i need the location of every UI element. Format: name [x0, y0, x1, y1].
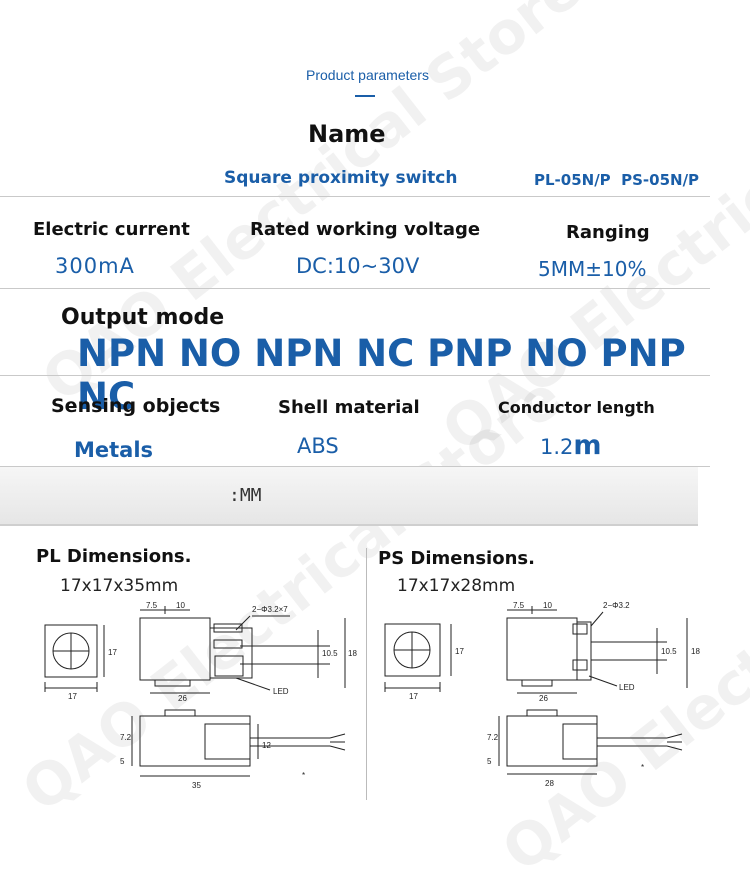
output-mode-label: Output mode — [61, 305, 225, 330]
pl-dim-26: 26 — [178, 694, 187, 703]
ps-dim-18: 18 — [691, 647, 700, 656]
pl-dim-12: 12 — [262, 741, 271, 750]
pl-dim-10: 10 — [176, 601, 185, 610]
output-mode-value: NPN NO NPN NC PNP NO PNP NC — [77, 332, 686, 418]
ranging-label: Ranging — [566, 222, 650, 243]
divider — [0, 466, 710, 467]
sensing-objects-value: Metals — [74, 438, 154, 462]
ps-size: 17x17x28mm — [397, 576, 516, 596]
sensing-objects-label: Sensing objects — [51, 395, 221, 417]
unit-band — [0, 467, 698, 526]
ps-dim-7-2: 7.2 — [487, 733, 499, 742]
pl-dimensions-title: PL Dimensions. — [36, 546, 192, 567]
shell-material-value: ABS — [297, 434, 339, 458]
pl-dim-star: * — [302, 771, 305, 780]
pl-dim-7-5: 7.5 — [146, 601, 158, 610]
ps-dim-10-5: 10.5 — [661, 647, 677, 656]
conductor-length-value: 1.2m — [540, 430, 602, 461]
pl-dim-led: LED — [273, 687, 289, 696]
pl-dim-5: 5 — [120, 757, 125, 766]
pl-dim-35: 35 — [192, 781, 201, 790]
ps-dimensions-title: PS Dimensions. — [378, 548, 535, 569]
voltage-label: Rated working voltage — [250, 219, 481, 240]
title-underline — [355, 95, 375, 97]
pl-dim-10-5: 10.5 — [322, 649, 338, 658]
model-numbers: PL-05N/P PS-05N/P — [534, 171, 700, 189]
unit-note: :MM — [229, 485, 262, 506]
section-separator — [366, 548, 367, 800]
pl-size: 17x17x35mm — [60, 576, 179, 596]
ps-dim-7-5: 7.5 — [513, 601, 525, 610]
ps-dim-26: 26 — [539, 694, 548, 703]
pl-dim-18: 18 — [348, 649, 357, 658]
pl-dim-7-2: 7.2 — [120, 733, 132, 742]
ps-dim-17-width: 17 — [409, 692, 418, 701]
divider — [0, 375, 710, 376]
divider — [0, 288, 710, 289]
name-label: Name — [308, 120, 386, 148]
ps-dim-led: LED — [619, 683, 635, 692]
pl-dim-17-width: 17 — [68, 692, 77, 701]
ps-dim-10: 10 — [543, 601, 552, 610]
ps-dim-28: 28 — [545, 779, 554, 788]
ps-dim-17-height: 17 — [455, 647, 464, 656]
conductor-length-number: 1.2 — [540, 435, 574, 459]
ps-dim-hole: 2−Φ3.2 — [603, 601, 630, 610]
voltage-value: DC:10~30V — [296, 254, 420, 278]
page-title: Product parameters — [306, 67, 429, 83]
shell-material-label: Shell material — [278, 397, 420, 418]
electric-current-label: Electric current — [33, 219, 190, 240]
divider — [0, 196, 710, 197]
conductor-length-label: Conductor length — [498, 398, 655, 417]
pl-dim-17-height: 17 — [108, 648, 117, 657]
ranging-value: 5MM±10% — [538, 257, 647, 281]
ps-dim-star: * — [641, 763, 644, 772]
pl-dim-hole: 2−Φ3.2×7 — [252, 605, 288, 614]
pl-dimension-drawing: 7.5 10 2−Φ3.2×7 17 17 26 10.5 18 LED 5 7… — [44, 601, 357, 790]
ps-dimension-drawing: 7.5 10 2−Φ3.2 17 17 26 10.5 18 LED 5 7.2… — [384, 601, 700, 788]
electric-current-value: 300mA — [55, 254, 135, 278]
conductor-length-unit: m — [573, 430, 602, 461]
ps-dim-5: 5 — [487, 757, 492, 766]
name-value: Square proximity switch — [224, 168, 458, 188]
